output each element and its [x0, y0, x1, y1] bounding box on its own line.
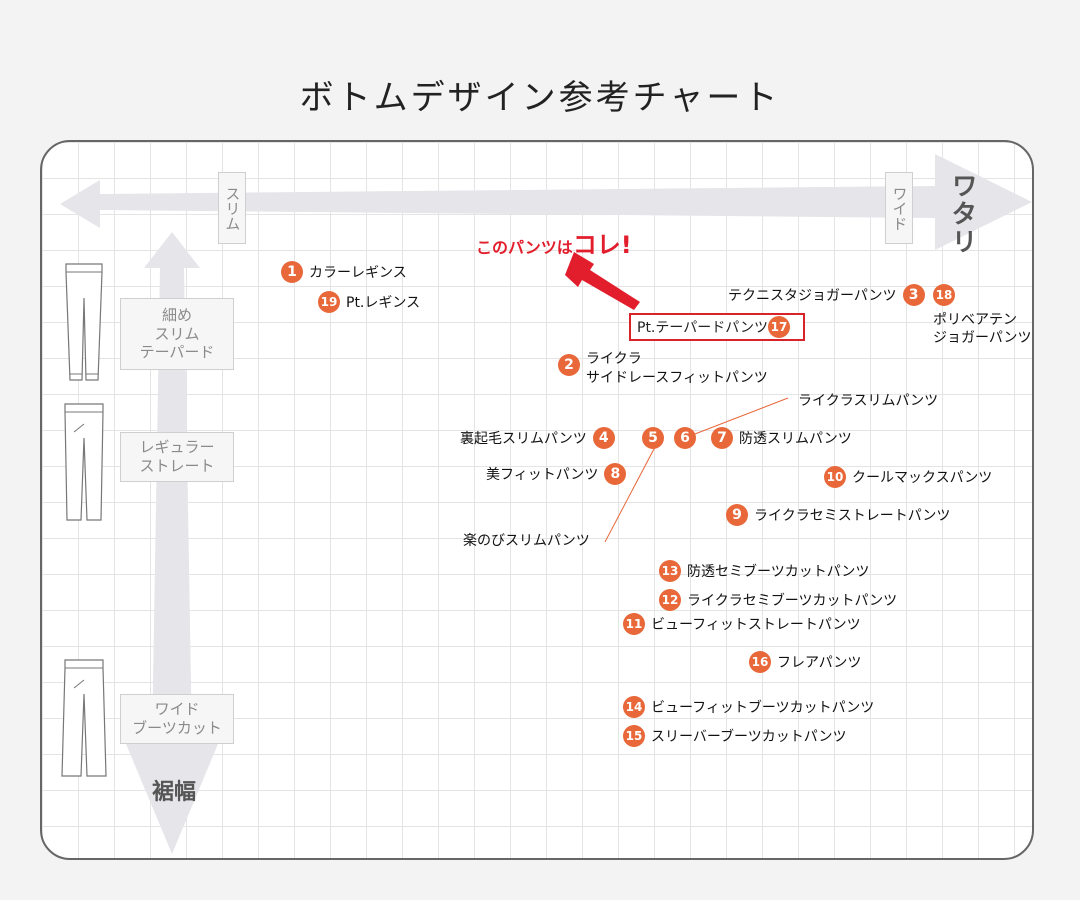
item-6-badge: 6: [674, 427, 696, 449]
item-19-badge: 19: [318, 291, 340, 313]
item-15: 15 スリーバーブーツカットパンツ: [623, 725, 846, 747]
item-15-label: スリーバーブーツカットパンツ: [651, 729, 847, 745]
item-18: ポリベアテン ジョガーパンツ: [933, 311, 1032, 347]
y-level-wide: ワイド ブーツカット: [120, 694, 234, 744]
pointer-arrow: [565, 252, 640, 310]
y-axis-arrow: [126, 232, 218, 854]
item-10-label: クールマックスパンツ: [852, 470, 993, 486]
leader-line-5: [604, 446, 656, 543]
item-11: 11 ビューフィットストレートパンツ: [623, 613, 861, 635]
item-11-badge: 11: [623, 613, 645, 635]
item-4: 裏起毛スリムパンツ 4: [460, 427, 615, 449]
item-9-label: ライクラセミストレートパンツ: [754, 508, 951, 524]
item-18-badge: 18: [933, 284, 955, 306]
item-19-label: Pt.レギンス: [346, 295, 421, 311]
item-13-label: 防透セミブーツカットパンツ: [687, 564, 870, 580]
item-16-badge: 16: [749, 651, 771, 673]
item-2-badge: 2: [558, 354, 580, 376]
item-4-label: 裏起毛スリムパンツ: [460, 431, 587, 447]
y-level-regular: レギュラー ストレート: [120, 432, 234, 482]
item-16-label: フレアパンツ: [777, 655, 862, 671]
item-6: 6: [674, 427, 696, 449]
item-6-label-wrap: ライクラスリムパンツ: [798, 390, 938, 410]
chart-panel: スリム ワイド ワタリ 裾幅 細め スリム テーパード レギュラー ストレート …: [40, 140, 1034, 860]
item-16: 16 フレアパンツ: [749, 651, 861, 673]
item-12-badge: 12: [659, 589, 681, 611]
item-15-badge: 15: [623, 725, 645, 747]
item-1: 1 カラーレギンス: [281, 261, 407, 283]
item-6-label: ライクラスリムパンツ: [798, 393, 939, 409]
y-axis-title: 裾幅: [152, 780, 197, 805]
item-14-badge: 14: [623, 696, 645, 718]
item-9-badge: 9: [726, 504, 748, 526]
item-18-badge-wrap: 18: [933, 284, 955, 306]
item-14: 14 ビューフィットブーツカットパンツ: [623, 696, 874, 718]
regular-pants-icon: [64, 403, 104, 521]
leader-line-6: [681, 397, 789, 440]
item-1-label: カラーレギンス: [309, 265, 407, 281]
x-axis-slim-label: スリム: [218, 172, 246, 244]
item-12: 12 ライクラセミブーツカットパンツ: [659, 589, 897, 611]
item-13-badge: 13: [659, 560, 681, 582]
item-8: 美フィットパンツ 8: [486, 463, 627, 485]
x-axis-wide-label: ワイド: [885, 172, 913, 244]
item-4-badge: 4: [592, 427, 615, 449]
item-5-label: 楽のびスリムパンツ: [463, 533, 590, 549]
item-3-label: テクニスタジョガーパンツ: [728, 288, 897, 304]
item-7: 7 防透スリムパンツ: [711, 427, 852, 449]
item-8-badge: 8: [604, 463, 627, 485]
item-9: 9 ライクラセミストレートパンツ: [726, 504, 950, 526]
item-18-label: ポリベアテン ジョガーパンツ: [933, 312, 1032, 347]
item-7-label: 防透スリムパンツ: [739, 431, 852, 447]
item-11-label: ビューフィットストレートパンツ: [651, 617, 861, 633]
highlight-item: Pt.テーパードパンツ 17: [629, 313, 805, 341]
page-title: ボトムデザイン参考チャート: [299, 78, 781, 118]
item-19: 19 Pt.レギンス: [318, 291, 420, 313]
item-13: 13 防透セミブーツカットパンツ: [659, 560, 869, 582]
callout-text: このパンツはコレ!: [476, 225, 632, 260]
item-5: 5: [642, 427, 664, 449]
x-axis-title: ワタリ: [947, 172, 977, 256]
y-level-slim: 細め スリム テーパード: [120, 298, 234, 370]
callout-emphasis: コレ!: [572, 231, 632, 259]
item-1-badge: 1: [281, 261, 303, 283]
x-axis-arrow: [60, 154, 1032, 250]
highlight-badge: 17: [767, 316, 790, 338]
item-14-label: ビューフィットブーツカットパンツ: [651, 700, 875, 716]
item-10-badge: 10: [824, 466, 846, 488]
item-5-badge: 5: [642, 427, 664, 449]
item-3: テクニスタジョガーパンツ 3: [728, 284, 925, 306]
item-2: 2 ライクラ サイドレースフィットパンツ: [558, 350, 768, 388]
item-2-label: ライクラ サイドレースフィットパンツ: [586, 351, 768, 386]
item-8-label: 美フィットパンツ: [486, 467, 599, 483]
item-7-badge: 7: [711, 427, 733, 449]
highlight-label: Pt.テーパードパンツ: [637, 320, 768, 336]
bootcut-pants-icon: [61, 659, 107, 777]
item-3-badge: 3: [902, 284, 925, 306]
item-10: 10 クールマックスパンツ: [824, 466, 992, 488]
item-5-label-wrap: 楽のびスリムパンツ: [463, 530, 590, 550]
callout-prefix: このパンツは: [476, 238, 573, 257]
axis-arrows: [60, 154, 1032, 854]
item-12-label: ライクラセミブーツカットパンツ: [687, 593, 898, 609]
slim-pants-icon: [65, 263, 103, 381]
